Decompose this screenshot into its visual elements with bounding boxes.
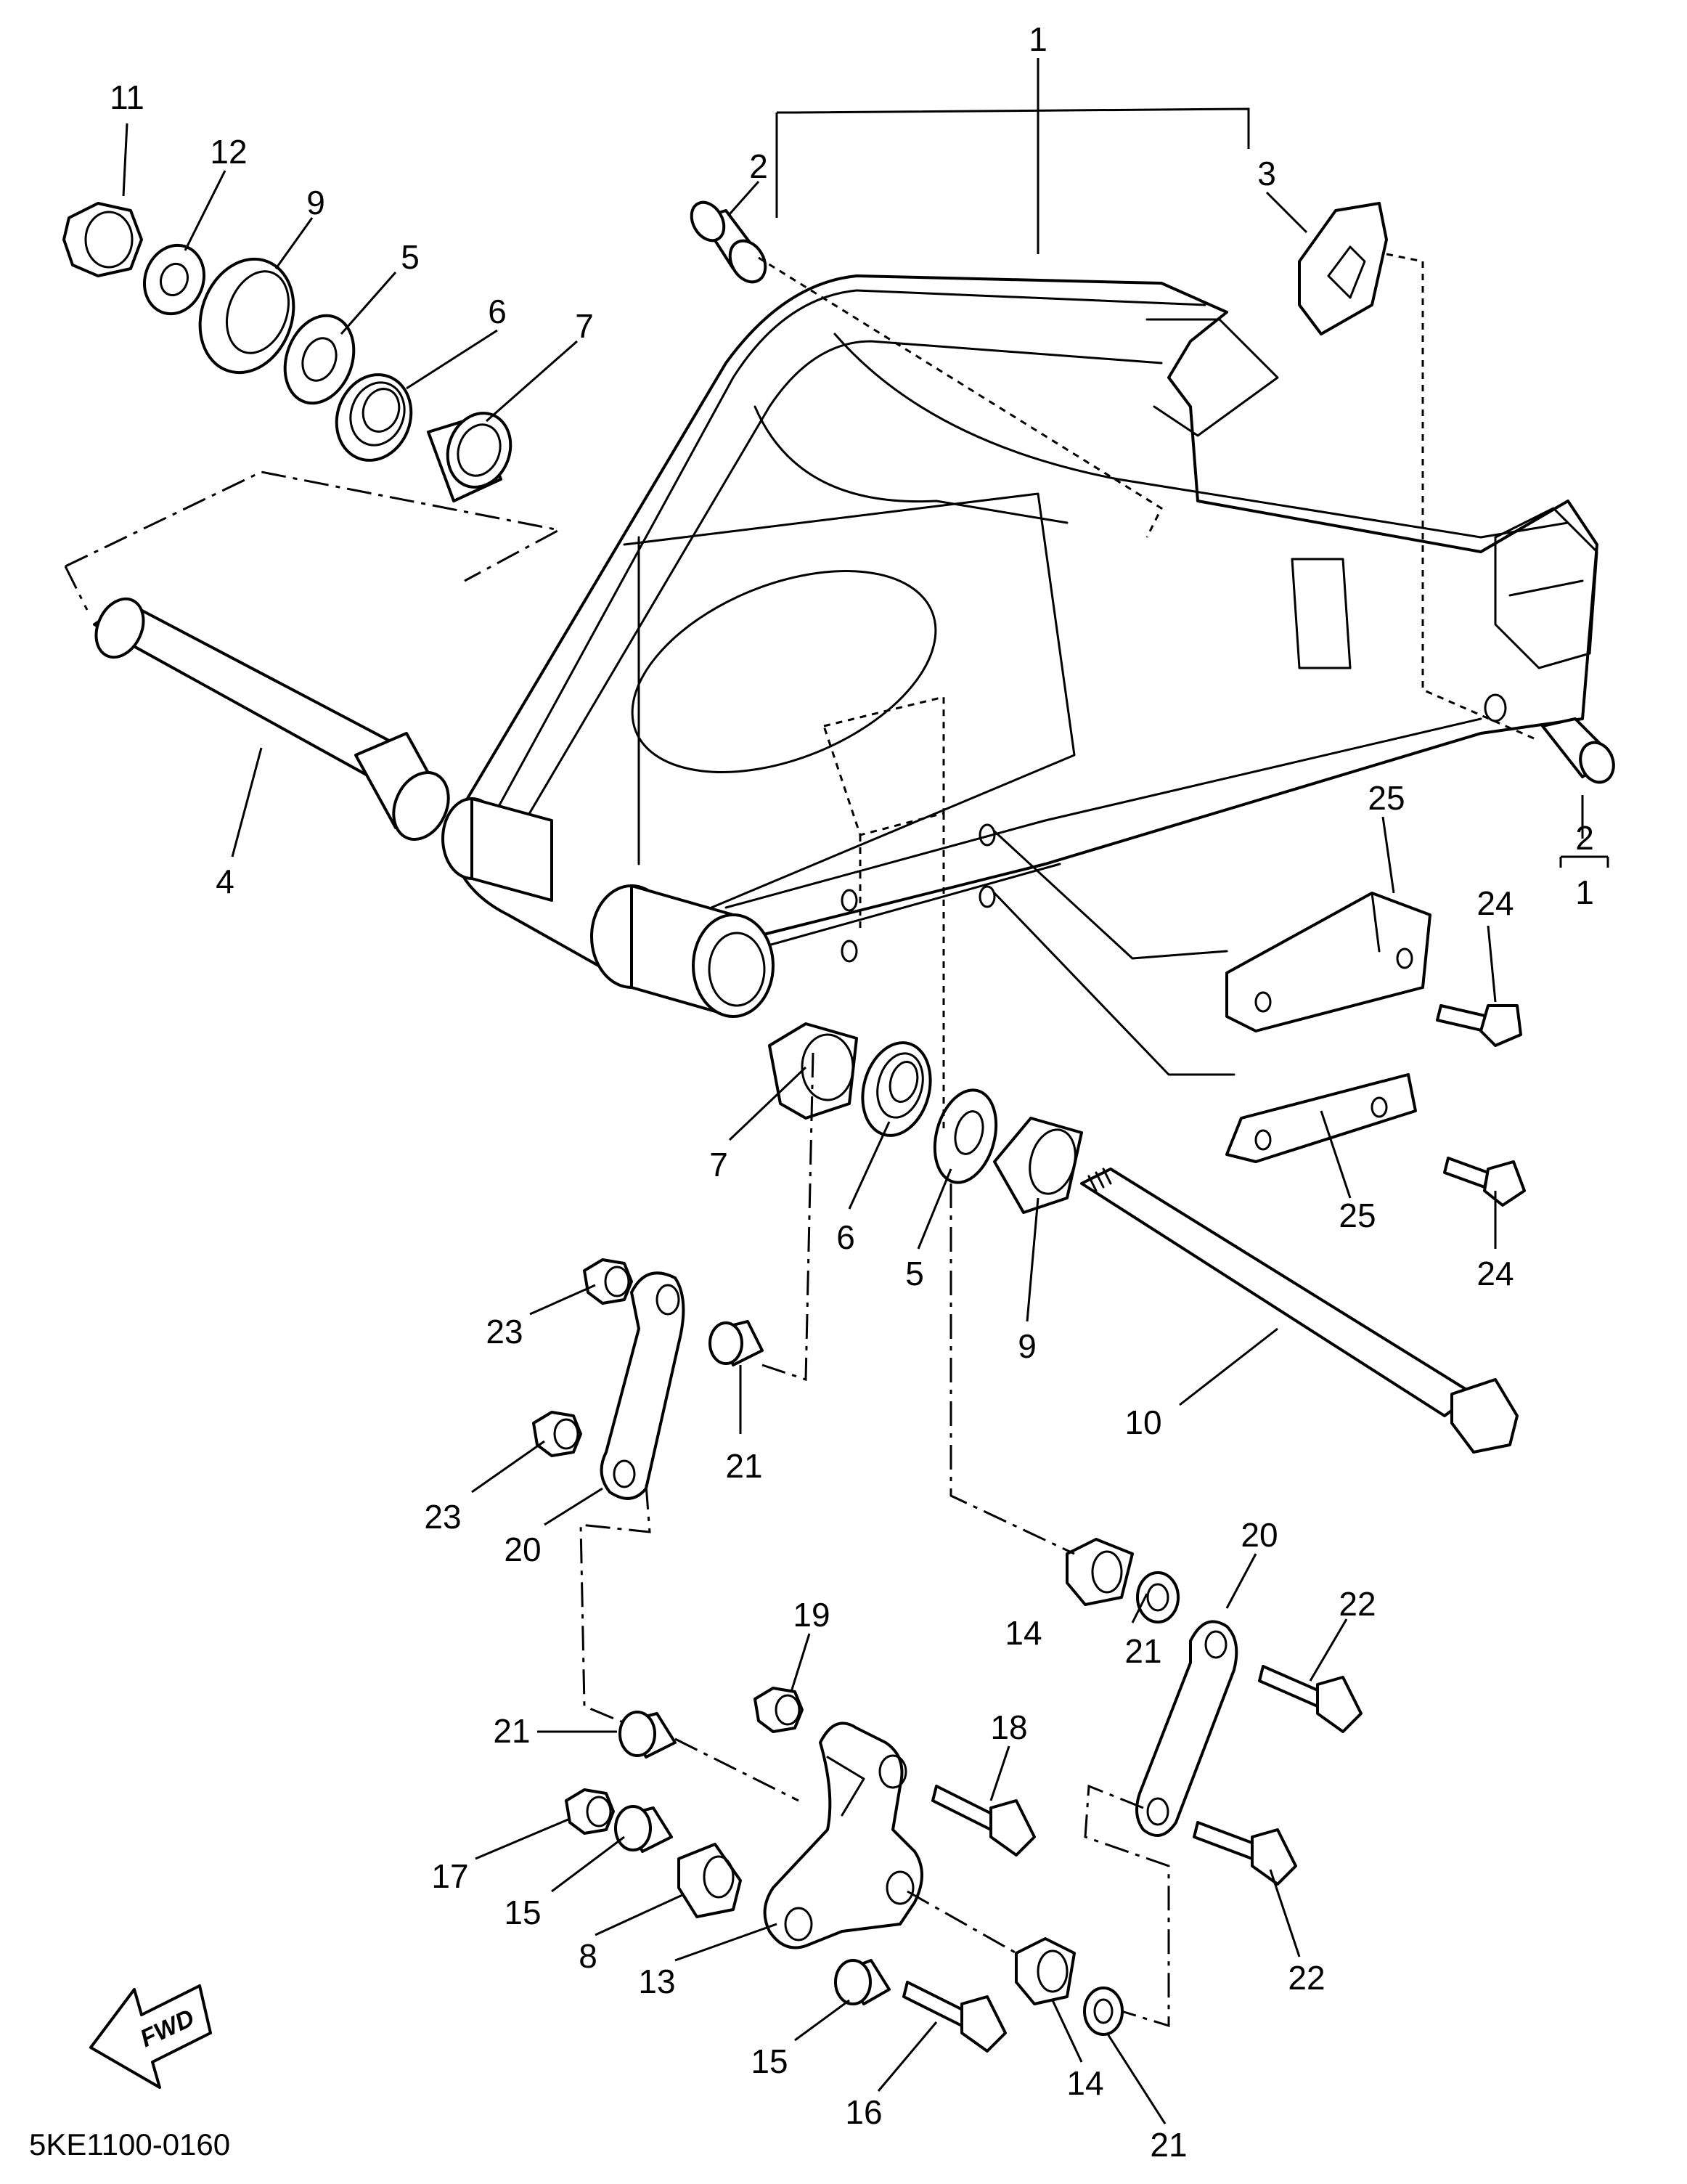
assembly-lines	[64, 253, 1540, 2028]
part-21-collar-lower-right	[1083, 1987, 1124, 2036]
callout: 21	[1150, 2126, 1187, 2164]
callout: 5	[905, 1255, 924, 1292]
callout: 10	[1124, 1403, 1161, 1441]
callout: 6	[488, 293, 507, 330]
part-17-nut	[565, 1788, 615, 1835]
callout: 15	[751, 2042, 788, 2080]
callout: 24	[1476, 1255, 1514, 1292]
callout: 11	[110, 78, 144, 116]
part-6-oil-seal-lower	[861, 1041, 932, 1137]
callout: 12	[210, 133, 247, 171]
part-7-bearing-upper	[427, 412, 512, 502]
part-23-nut-lower	[532, 1411, 582, 1457]
part-25-chain-guard-upper	[1225, 892, 1431, 1032]
callout: 2	[749, 147, 768, 185]
callout: 13	[638, 1963, 675, 2000]
part-22-bolt-lower	[1193, 1821, 1297, 1886]
callout: 22	[1339, 1585, 1376, 1623]
part-21-collar-upper-left	[708, 1320, 764, 1366]
part-10-pivot-bolt	[1080, 1168, 1519, 1454]
diagram-code: 5KE1100-0160	[29, 2127, 230, 2161]
callout: 24	[1476, 884, 1514, 922]
callout-labels: 1 2 3 11 12 9 5 6 7 4 2 1 25 24 25 24 7 …	[110, 20, 1594, 2164]
callout: 14	[1066, 2064, 1103, 2102]
callout: 23	[424, 1498, 461, 1536]
callout: 5	[401, 238, 420, 276]
part-3-bracket	[1298, 202, 1388, 335]
part-20-connecting-rod-right	[1135, 1620, 1238, 1837]
callout: 21	[1124, 1632, 1161, 1670]
part-13-relay-arm	[763, 1721, 923, 1949]
part-6-oil-seal-upper	[335, 373, 413, 462]
part-22-bolt-upper	[1258, 1665, 1363, 1733]
part-5-washer-lower	[933, 1088, 998, 1184]
callout: 25	[1339, 1197, 1376, 1234]
part-20-connecting-rod-left	[600, 1271, 685, 1500]
forward-arrow-icon: FWD	[89, 1984, 212, 2089]
callout: 21	[725, 1447, 762, 1485]
callout: 20	[1241, 1516, 1278, 1554]
part-23-nut-upper	[583, 1258, 633, 1305]
part-5-washer-upper	[283, 314, 356, 405]
callout: 7	[575, 307, 594, 345]
callout: 9	[1018, 1327, 1037, 1365]
callout: 16	[845, 2093, 882, 2131]
callout: 4	[216, 863, 234, 900]
callout: 9	[306, 184, 325, 221]
callout: 19	[793, 1596, 830, 1634]
callout: 20	[504, 1531, 541, 1568]
callout: 3	[1257, 155, 1276, 192]
callout: 25	[1368, 779, 1405, 817]
callout: 8	[579, 1937, 597, 1975]
part-25-chain-guard-lower	[1225, 1073, 1417, 1163]
part-16-bolt	[902, 1981, 1007, 2053]
part-9-collar-lower	[993, 1117, 1083, 1214]
callout: 18	[990, 1708, 1027, 1746]
part-21-collar-lower-left	[618, 1711, 677, 1759]
part-15-collar-lower	[834, 1959, 891, 2005]
callout: 22	[1288, 1959, 1325, 1997]
part-21-collar-upper-right	[1136, 1571, 1180, 1623]
part-11-nut	[62, 202, 143, 277]
part-8-bearing	[677, 1843, 742, 1918]
part-24-bolt-upper	[1436, 1004, 1522, 1047]
part-2-bushing-right	[1541, 717, 1615, 784]
swingarm	[441, 274, 1598, 1018]
part-14-bearing-upper	[1066, 1538, 1134, 1606]
part-14-bearing-lower	[1015, 1937, 1076, 2005]
leader-lines	[122, 58, 1609, 2124]
part-18-bolt	[931, 1785, 1036, 1857]
callout: 17	[431, 1857, 468, 1895]
callout: 1	[1029, 20, 1047, 58]
callout: 7	[709, 1146, 728, 1183]
part-4-pivot-shaft	[93, 597, 450, 841]
part-19-nut	[753, 1687, 804, 1733]
callout: 15	[504, 1894, 541, 1931]
part-12-washer	[142, 243, 206, 316]
callout: 23	[486, 1313, 523, 1350]
callout: 21	[493, 1712, 530, 1750]
part-24-bolt-lower	[1443, 1157, 1526, 1207]
callout: 6	[836, 1218, 855, 1256]
callout: 2	[1575, 819, 1594, 857]
callout: 1	[1575, 873, 1594, 911]
part-15-collar-left	[614, 1805, 673, 1853]
callout: 14	[1005, 1614, 1042, 1652]
part-9-collar-upper	[198, 257, 295, 375]
part-2-bushing-upper	[690, 200, 767, 284]
